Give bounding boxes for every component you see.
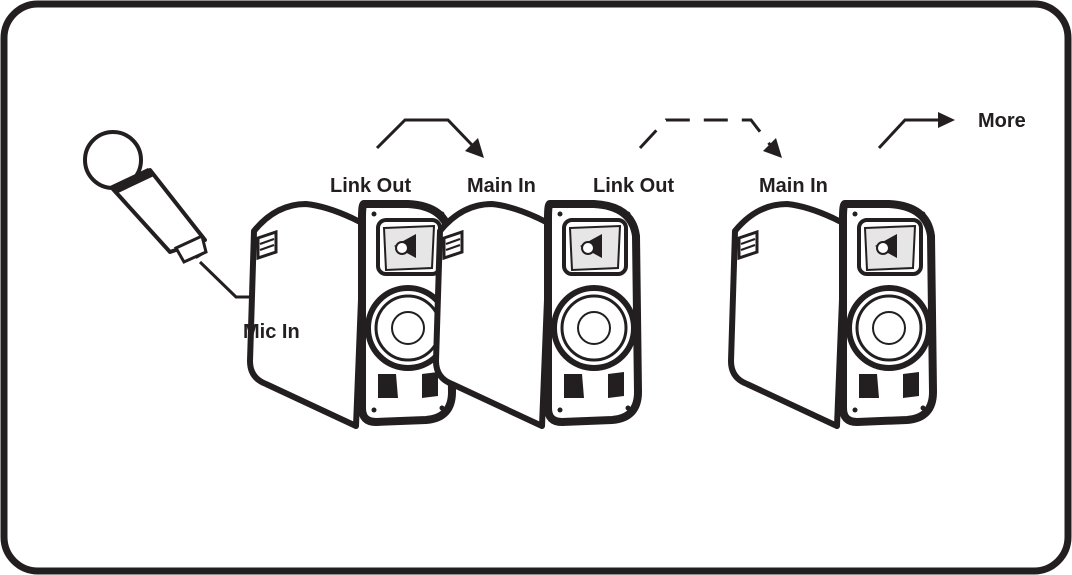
speaker-icon <box>250 204 452 426</box>
more-label: More <box>978 110 1026 132</box>
speaker-icon <box>436 204 638 426</box>
main-in-label: Main In <box>759 175 828 197</box>
more-arrow-icon <box>877 112 955 150</box>
mic-in-label: Mic In <box>243 321 300 343</box>
link-out-label: Link Out <box>330 175 411 197</box>
speaker-icon <box>731 204 933 426</box>
main-in-label: Main In <box>467 175 536 197</box>
link-out-label: Link Out <box>593 175 674 197</box>
link-arrow-1-icon <box>375 118 484 158</box>
microphone-icon <box>83 130 208 264</box>
link-arrow-2-icon <box>638 118 782 158</box>
